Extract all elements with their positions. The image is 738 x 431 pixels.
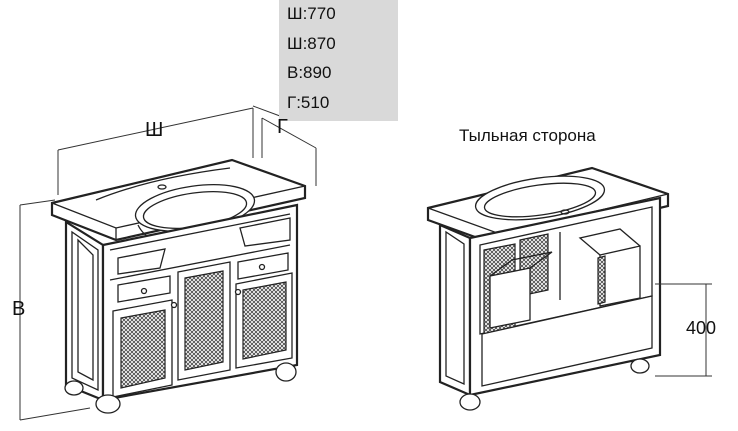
spec-height: В:890 bbox=[287, 63, 332, 82]
front-left-foot bbox=[95, 394, 121, 414]
spec-width-870: Ш:870 bbox=[287, 34, 336, 53]
specs-box: Ш:770 Ш:870 В:890 Г:510 bbox=[279, 0, 398, 121]
back-left-foot bbox=[64, 380, 84, 396]
spec-width-770: Ш:770 bbox=[287, 4, 336, 23]
left-decor-panel bbox=[117, 248, 166, 275]
rear-side-label: Тыльная сторона bbox=[459, 126, 596, 145]
rear-cabinet-drawing bbox=[426, 166, 712, 411]
rear-left-drawer-box bbox=[489, 267, 531, 329]
front-right-foot bbox=[275, 362, 297, 382]
depth-dimension-line bbox=[261, 117, 317, 186]
front-cabinet-drawing bbox=[19, 105, 317, 421]
rear-right-drawer-box bbox=[599, 245, 641, 307]
spec-depth: Г:510 bbox=[287, 93, 330, 112]
right-decor-panel bbox=[239, 217, 291, 247]
height-dimension-line bbox=[19, 199, 91, 421]
right-drawer-knob bbox=[258, 263, 266, 271]
rear-back-panel bbox=[481, 295, 653, 387]
rear-height-label: 400 bbox=[686, 318, 717, 338]
left-door-mesh bbox=[120, 309, 166, 389]
left-drawer-knob bbox=[140, 287, 148, 295]
height-label: В bbox=[12, 298, 26, 320]
width-label: Ш bbox=[145, 119, 164, 141]
rear-height-dimension-line bbox=[655, 283, 712, 377]
center-door-mesh bbox=[184, 270, 224, 371]
rear-right-foot bbox=[630, 358, 650, 374]
width-dimension-line bbox=[57, 105, 281, 195]
right-door-mesh bbox=[242, 281, 287, 360]
rear-left-foot bbox=[459, 393, 481, 411]
depth-label: Г bbox=[277, 116, 288, 138]
